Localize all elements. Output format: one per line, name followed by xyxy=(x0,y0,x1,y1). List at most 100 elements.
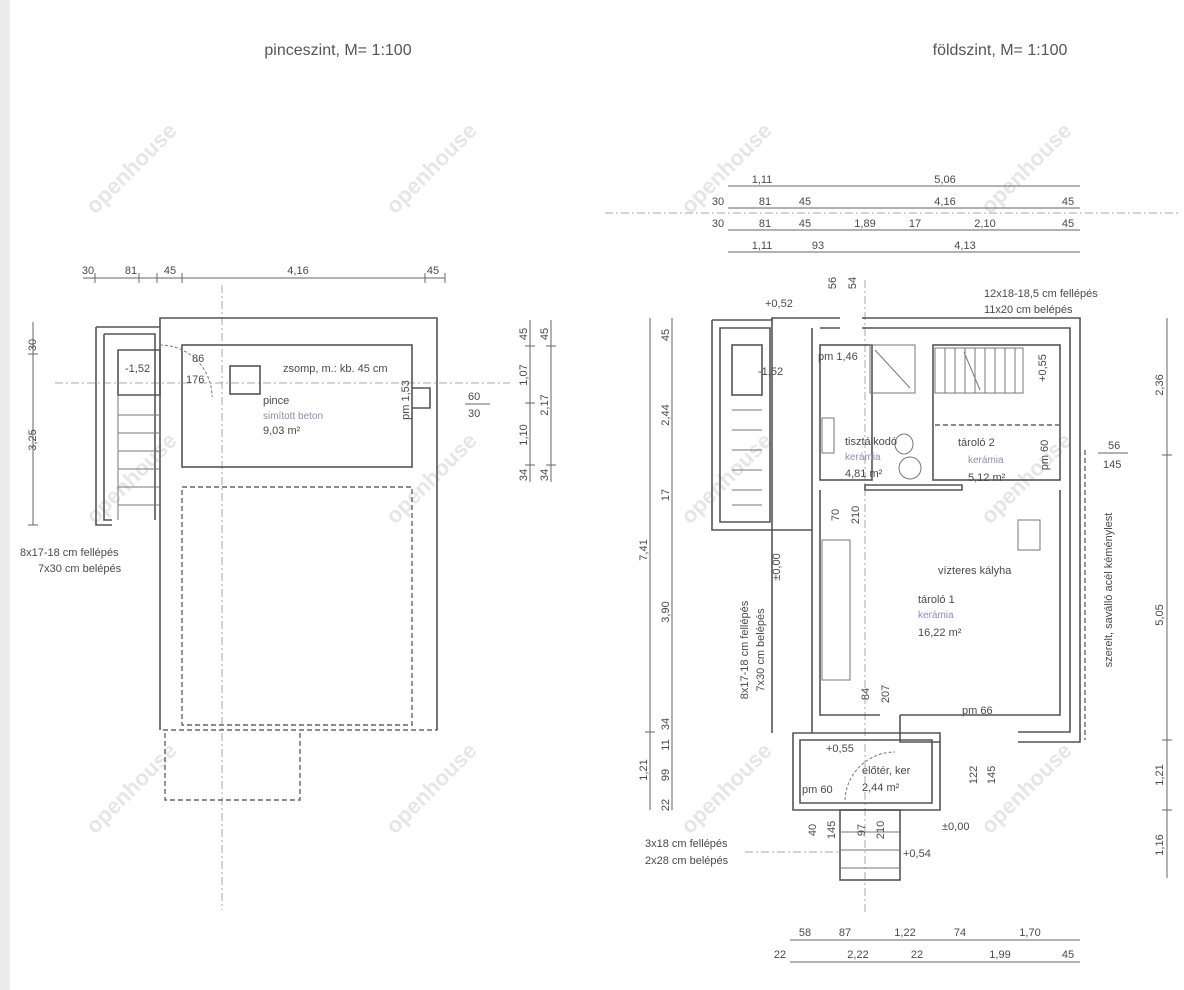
dim-label: 93 xyxy=(812,240,824,252)
dim-label: 3,90 xyxy=(660,601,672,622)
ground-upper-stairs xyxy=(934,347,1024,394)
dim-label: 1,11 xyxy=(752,174,773,186)
watermark-logo: openhouse xyxy=(676,428,777,529)
dim-label: 34 xyxy=(518,469,530,481)
dim-label: 45 xyxy=(427,265,439,277)
sill-label: pm 66 xyxy=(962,705,993,717)
window-width: 122 xyxy=(968,766,980,784)
door-width: 84 xyxy=(860,688,872,700)
dim-label: 45 xyxy=(1062,196,1074,208)
dim-label: 1,11 xyxy=(752,240,773,252)
dim-label: 45 xyxy=(660,329,672,341)
room-area: 16,22 m² xyxy=(918,627,962,639)
dim-label: 30 xyxy=(82,265,94,277)
sump-label: zsomp, m.: kb. 45 cm xyxy=(283,363,388,375)
door-height: 176 xyxy=(186,374,204,386)
level-label: +0,55 xyxy=(1037,354,1049,382)
dim-label: 4,16 xyxy=(934,196,955,208)
watermark-logo: openhouse xyxy=(381,428,482,529)
door-height: 210 xyxy=(850,506,862,524)
dim-label: 2,10 xyxy=(974,218,995,230)
dim-label: 4,13 xyxy=(954,240,975,252)
level-label: ±0,00 xyxy=(942,821,969,833)
dim-label: 58 xyxy=(799,927,811,939)
dim-label: 56 xyxy=(827,277,839,289)
dim-label: 1,89 xyxy=(854,218,875,230)
watermark-logo: openhouse xyxy=(976,738,1077,839)
dim-label: 22 xyxy=(911,949,923,961)
room-area: 9,03 m² xyxy=(263,425,301,437)
dim-label: 81 xyxy=(759,218,771,230)
dim-label: 1,07 xyxy=(518,364,530,385)
dim-label: 2,17 xyxy=(539,394,551,415)
ground-plan: földszint, M= 1:100 1,11 5,06 30 81 45 4… xyxy=(605,42,1180,963)
dim-label: 5,05 xyxy=(1154,604,1166,625)
level-label: -1,52 xyxy=(125,363,150,375)
room-floor: kerámia xyxy=(918,610,954,621)
toilet xyxy=(894,433,914,455)
watermark-logo: openhouse xyxy=(381,118,482,219)
dim-label: 30 xyxy=(712,196,724,208)
dim-label: 7,41 xyxy=(638,539,650,560)
level-label: ±0,00 xyxy=(771,553,783,580)
level-label: -1,52 xyxy=(758,366,783,378)
dim-label: 45 xyxy=(539,328,551,340)
stair-note: 8x17-18 cm fellépés xyxy=(20,547,119,559)
dim-label: 22 xyxy=(774,949,786,961)
window-width: 56 xyxy=(1108,440,1120,452)
dim-label: 1,16 xyxy=(1154,834,1166,855)
dim-label: 97 xyxy=(856,824,868,836)
dim-label: 145 xyxy=(826,821,838,839)
shower xyxy=(869,344,916,394)
door-width: 70 xyxy=(830,509,842,521)
stair-note: 12x18-18,5 cm fellépés xyxy=(984,288,1098,300)
stair-note: 8x17-18 cm fellépés xyxy=(739,600,751,699)
stair-note: 7x30 cm belépés xyxy=(755,608,767,692)
watermark-logo: openhouse xyxy=(381,738,482,839)
room-floor: kerámia xyxy=(968,455,1004,466)
dim-label: 34 xyxy=(660,718,672,730)
dim-label: 81 xyxy=(125,265,137,277)
room-name: tároló 2 xyxy=(958,437,995,449)
scan-edge xyxy=(0,0,10,990)
window-height: 145 xyxy=(1103,459,1121,471)
dim-label: 34 xyxy=(539,469,551,481)
sill-label: pm 1,46 xyxy=(818,351,858,363)
dim-label: 17 xyxy=(909,218,921,230)
watermark-logo: openhouse xyxy=(81,118,182,219)
dim-label: 30 xyxy=(712,218,724,230)
stair-note: 2x28 cm belépés xyxy=(645,855,729,867)
chimney-label: szerelt, saválló acél kéménylest xyxy=(1103,513,1115,668)
dim-label: 2,36 xyxy=(1154,374,1166,395)
stove xyxy=(1017,519,1041,551)
dim-label: 45 xyxy=(1062,949,1074,961)
basement-plan: pinceszint, M= 1:100 30 81 45 4,16 45 30… xyxy=(20,42,556,910)
dim-label: 40 xyxy=(807,824,819,836)
dim-label: 4,16 xyxy=(287,265,308,277)
stair-note: 3x18 cm fellépés xyxy=(645,838,728,850)
room-area: 5,12 m² xyxy=(968,472,1006,484)
washbasin xyxy=(898,456,922,480)
ground-left-stairs xyxy=(732,409,762,506)
room-area: 2,44 m² xyxy=(862,782,900,794)
watermark-logo: openhouse xyxy=(676,738,777,839)
sill-label: pm 60 xyxy=(1039,440,1051,471)
stair-note: 7x30 cm belépés xyxy=(38,563,122,575)
dim-label: 22 xyxy=(660,799,672,811)
room-floor: kerámia xyxy=(845,452,881,463)
dim-label: 1,22 xyxy=(894,927,915,939)
room-name: tároló 1 xyxy=(918,594,955,606)
dim-label: 45 xyxy=(1062,218,1074,230)
window-height: 145 xyxy=(986,766,998,784)
dim-label: 2,44 xyxy=(660,404,672,425)
room-name: tisztálkodó xyxy=(845,436,897,448)
stair-note: 11x20 cm belépés xyxy=(984,304,1073,316)
room-name: előtér, ker xyxy=(862,765,911,777)
dim-label: 45 xyxy=(164,265,176,277)
basement-stairs xyxy=(117,395,160,520)
dim-label: 11 xyxy=(660,739,672,750)
window-height: 30 xyxy=(468,408,480,420)
sump xyxy=(229,365,261,395)
dim-label: 210 xyxy=(875,821,887,839)
